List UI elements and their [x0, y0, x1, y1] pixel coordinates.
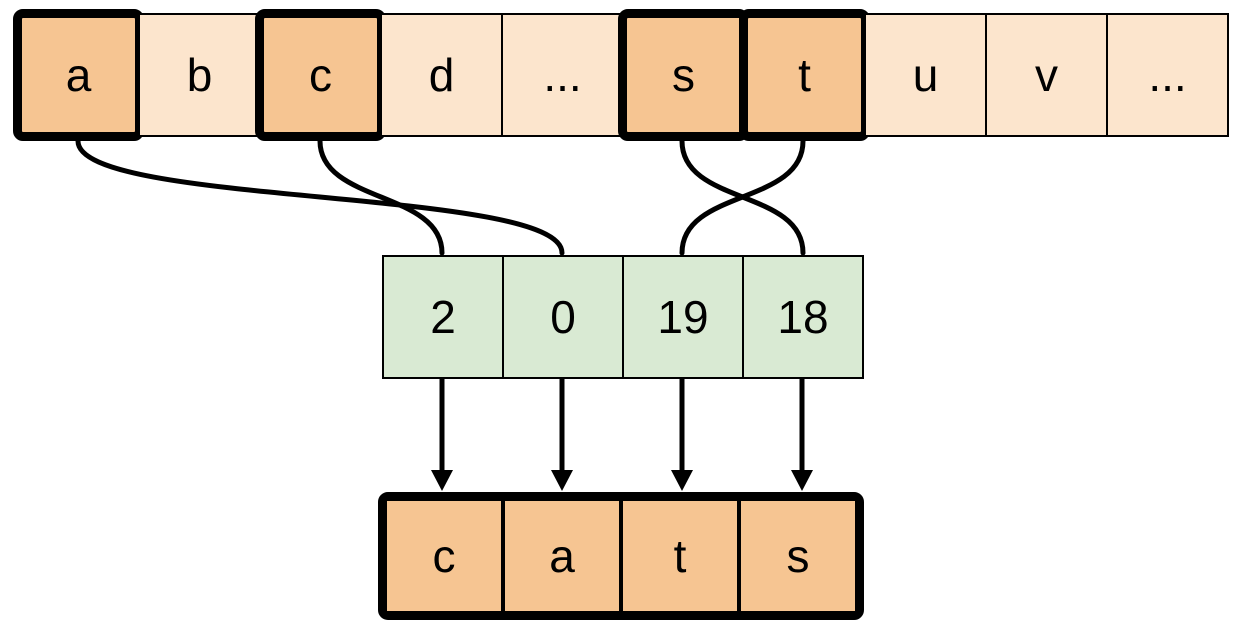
curve-c-to-2: [317, 138, 445, 256]
alphabet-cell-v: v: [985, 13, 1108, 137]
output-cell-a: a: [505, 501, 619, 611]
arrowhead-2-to-c: [431, 470, 453, 491]
curve-a-to-0: [75, 138, 565, 256]
output-cell-c: c: [387, 501, 501, 611]
index-cell-18: 18: [742, 255, 864, 379]
alphabet-cell-c: c: [255, 9, 386, 141]
index-cell-2: 2: [382, 255, 504, 379]
alphabet-cell-a: a: [13, 9, 144, 141]
curve-t-to-19: [679, 138, 806, 256]
index-cell-19: 19: [622, 255, 744, 379]
curve-s-to-18: [679, 138, 806, 256]
output-cell-s: s: [741, 501, 855, 611]
arrowhead-18-to-s: [791, 470, 813, 491]
arrowhead-19-to-t: [671, 470, 693, 491]
alphabet-cell-b: b: [138, 13, 261, 137]
alphabet-cell-ellipsis-2: ...: [1106, 13, 1229, 137]
alphabet-cell-t: t: [739, 9, 870, 141]
output-cell-t: t: [623, 501, 737, 611]
index-cell-0: 0: [502, 255, 624, 379]
alphabet-cell-ellipsis-1: ...: [501, 13, 624, 137]
output-word-box: c a t s: [378, 492, 864, 620]
arrowhead-0-to-a: [551, 470, 573, 491]
alphabet-cell-u: u: [864, 13, 987, 137]
alphabet-cell-s: s: [618, 9, 749, 141]
alphabet-cell-d: d: [380, 13, 503, 137]
